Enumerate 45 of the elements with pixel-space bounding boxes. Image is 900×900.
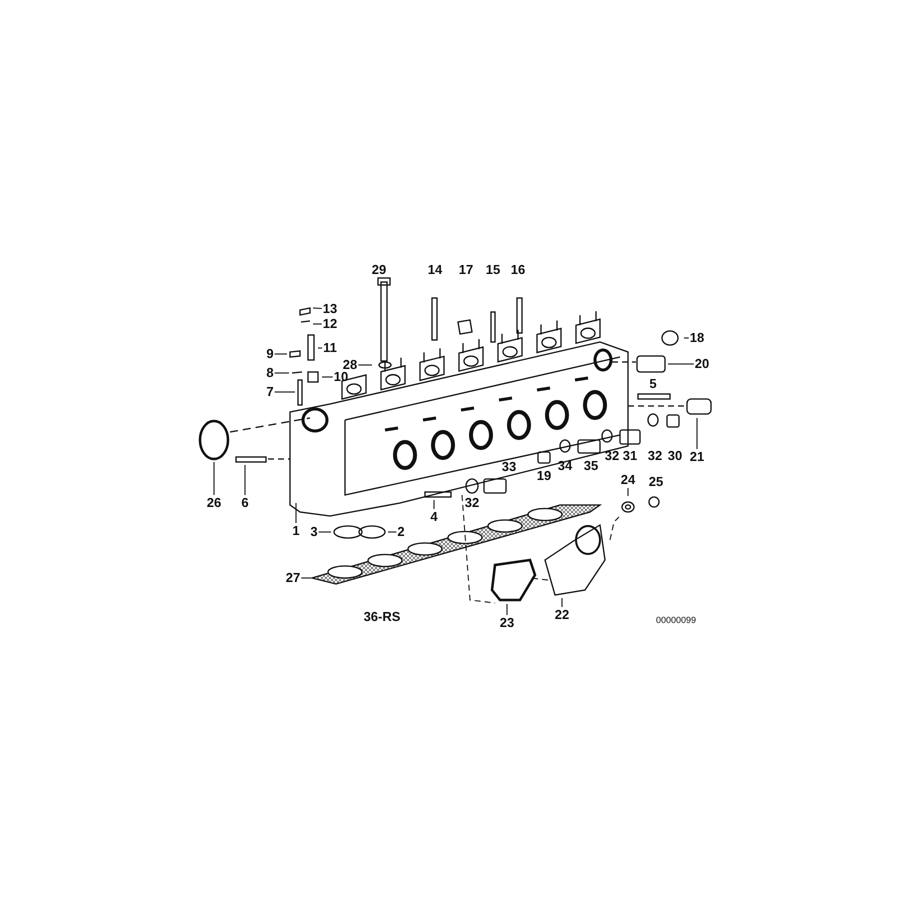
callout-number: 1 — [292, 524, 300, 538]
callout-number: 4 — [430, 510, 438, 524]
callout-number: 15 — [486, 263, 500, 277]
leader-line — [696, 418, 698, 450]
diagram-code: 36-RS — [364, 610, 400, 624]
leader-line — [358, 364, 372, 366]
callout-number: 8 — [266, 366, 274, 380]
callout-number: 19 — [536, 469, 552, 483]
leader-line — [506, 604, 508, 616]
callout-number: 32 — [648, 449, 662, 463]
callout-number: 34 — [558, 459, 572, 473]
callout-number: 17 — [458, 263, 474, 277]
callout-number: 13 — [322, 302, 338, 316]
callout-number: 25 — [648, 475, 664, 489]
callout-number: 26 — [206, 496, 222, 510]
callout-number: 27 — [286, 571, 300, 585]
callout-number: 33 — [502, 460, 516, 474]
callout-number: 7 — [266, 385, 274, 399]
leader-line — [312, 308, 322, 310]
callout-number: 20 — [694, 357, 710, 371]
leader-line — [244, 464, 246, 496]
callout-number: 11 — [323, 341, 337, 355]
callout-number: 24 — [620, 473, 636, 487]
callout-number: 5 — [649, 377, 657, 391]
image-number: 00000099 — [656, 614, 696, 627]
callout-number: 21 — [690, 450, 704, 464]
callout-number: 9 — [266, 347, 274, 361]
callout-number: 30 — [668, 449, 682, 463]
leader-line — [274, 372, 290, 374]
callout-number: 12 — [322, 317, 338, 331]
leader-line — [322, 376, 334, 378]
callout-number: 35 — [584, 459, 598, 473]
callout-number: 28 — [342, 358, 358, 372]
callout-number: 31 — [622, 449, 638, 463]
callout-number: 18 — [690, 331, 704, 345]
callout-number: 2 — [397, 525, 405, 539]
callout-number: 22 — [554, 608, 570, 622]
callout-number: 6 — [241, 496, 249, 510]
callout-number: 29 — [372, 263, 386, 277]
callout-number: 32 — [604, 449, 620, 463]
callout-number: 23 — [500, 616, 514, 630]
callout-number: 32 — [464, 496, 480, 510]
callout-number: 3 — [310, 525, 318, 539]
callout-number: 14 — [428, 263, 442, 277]
callout-number: 16 — [510, 263, 526, 277]
